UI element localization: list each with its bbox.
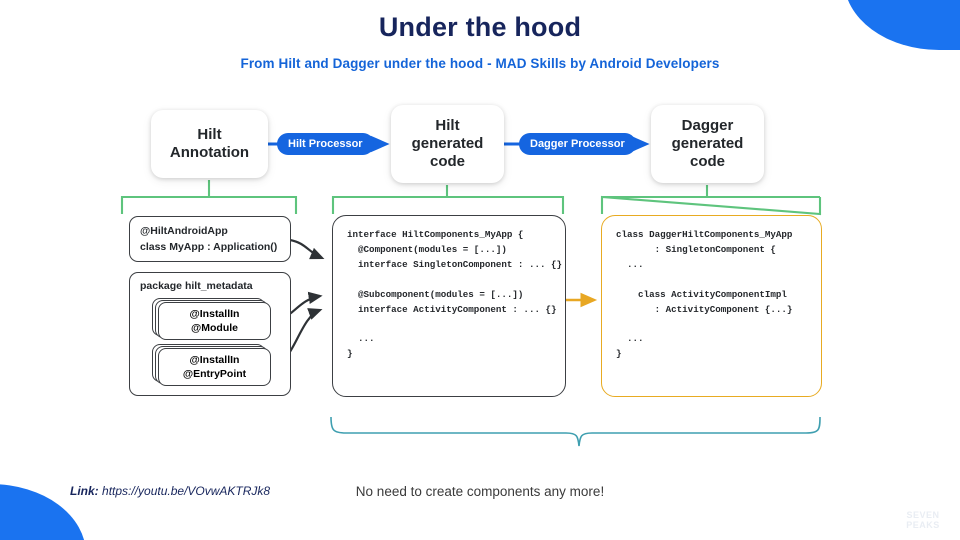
source-link-url[interactable]: https://youtu.be/VOvwAKTRJk8 [102,484,271,498]
green-bracket-left [120,180,298,214]
pill-hilt-processor[interactable]: Hilt Processor [277,133,374,155]
dagger-generated-code-text: class DaggerHiltComponents_MyApp : Singl… [616,229,793,360]
flow-node-dagger-generated-code[interactable]: Dagger generated code [651,105,764,183]
source-link[interactable]: Link: https://youtu.be/VOvwAKTRJk8 [70,484,270,498]
seven-peaks-logo: SEVEN PEAKS [900,510,946,530]
stack-line-2: @Module [191,322,238,334]
stack-line-2: @EntryPoint [182,368,247,380]
logo-line-2: PEAKS [906,519,940,530]
flow-node-hilt-annotation[interactable]: Hilt Annotation [151,110,268,178]
flow-node-hilt-generated-code[interactable]: Hilt generated code [391,105,504,183]
arrow-annotation-to-code [289,238,325,260]
green-bracket-right [600,185,822,216]
flow-node-label: Hilt generated code [411,116,484,171]
stack-front-card[interactable]: @InstallIn @EntryPoint [158,348,271,386]
page-subtitle: From Hilt and Dagger under the hood - MA… [240,56,720,71]
flow-node-label: Dagger generated code [671,116,744,171]
green-bracket-center [331,185,565,214]
annotation-line-2: class MyApp : Application() [140,240,278,253]
stack-front-card[interactable]: @InstallIn @Module [158,302,271,340]
annotation-card-lines: @HiltAndroidApp class MyApp : Applicatio… [140,224,277,256]
logo-line-1: SEVEN [906,509,940,520]
source-link-label: Link: [70,484,99,498]
pill-dagger-processor[interactable]: Dagger Processor [519,133,636,155]
annotation-line-1: @HiltAndroidApp [140,225,228,237]
hilt-generated-code-text: interface HiltComponents_MyApp { @Compon… [347,229,563,360]
card-hilt-annotation-source[interactable]: @HiltAndroidApp class MyApp : Applicatio… [129,216,291,262]
stack-installin-entrypoint[interactable]: @InstallIn @EntryPoint [152,344,271,386]
stack-line-1: @InstallIn [189,307,240,320]
summary-caption: No need to create components any more! [355,484,605,499]
metadata-package-label: package hilt_metadata [140,280,253,292]
stack-installin-module[interactable]: @InstallIn @Module [152,298,271,340]
panel-hilt-generated-code[interactable]: interface HiltComponents_MyApp { @Compon… [332,215,566,397]
flow-node-label: Hilt Annotation [169,125,250,161]
stack-line-1: @InstallIn [189,353,240,366]
summary-brace [330,416,821,447]
page-title: Under the hood [378,12,582,42]
panel-dagger-generated-code[interactable]: class DaggerHiltComponents_MyApp : Singl… [601,215,822,397]
